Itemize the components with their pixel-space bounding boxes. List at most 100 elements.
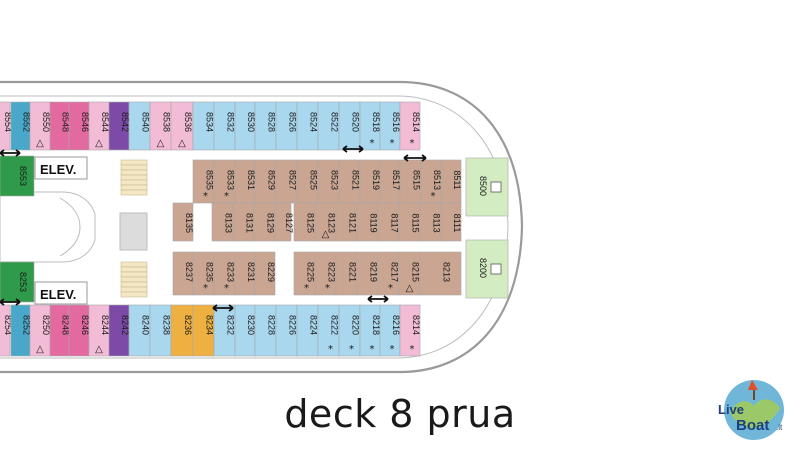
cabin-8129[interactable]: 8129: [253, 202, 276, 242]
cabin-8515[interactable]: 8515: [399, 159, 422, 204]
cabin-8540[interactable]: 8540: [128, 101, 151, 151]
cabin-number: 8125: [306, 213, 316, 233]
cabin-8536[interactable]: 8536△: [170, 101, 194, 151]
cabin-8522[interactable]: 8522: [317, 101, 340, 151]
cabin-8220[interactable]: 8220*: [338, 304, 361, 357]
cabin-8523[interactable]: 8523: [317, 159, 340, 204]
cabin-8240[interactable]: 8240: [128, 304, 151, 357]
cabin-8527[interactable]: 8527: [275, 159, 298, 204]
cabin-8117[interactable]: 8117: [377, 202, 400, 242]
cabin-8233[interactable]: 8233*: [213, 251, 236, 296]
cabin-number: 8538: [162, 112, 172, 132]
cabin-number: 8127: [284, 213, 294, 233]
cabin-8535[interactable]: 8535*: [192, 159, 215, 204]
cabin-8252[interactable]: 8252: [10, 304, 32, 357]
cabin-8546[interactable]: 8546: [68, 101, 90, 151]
cabin-8519[interactable]: 8519: [359, 159, 381, 204]
cabin-8250[interactable]: 8250△: [29, 304, 51, 357]
cabin-8115[interactable]: 8115: [398, 202, 421, 242]
cabin-8125[interactable]: 8125: [293, 202, 316, 242]
cabin-8552[interactable]: 8552: [10, 101, 32, 151]
cabin-8538[interactable]: 8538△: [149, 101, 172, 151]
cabin-8113[interactable]: 8113: [419, 202, 442, 242]
cabin-8521[interactable]: 8521: [338, 159, 361, 204]
cabin-8513[interactable]: 8513*: [420, 159, 442, 204]
cabin-8200[interactable]: 8200: [465, 239, 509, 299]
cabin-8131[interactable]: 8131: [232, 202, 255, 242]
cabin-8229[interactable]: 8229: [254, 251, 276, 296]
cabin-8218[interactable]: 8218*: [359, 304, 381, 357]
cabin-8517[interactable]: 8517: [379, 159, 401, 204]
cabin-8222[interactable]: 8222*: [317, 304, 340, 357]
cabin-number: 8215: [411, 262, 421, 282]
cabin-8226[interactable]: 8226: [275, 304, 298, 357]
triangle-icon: △: [178, 138, 186, 149]
cabin-8214[interactable]: 8214*: [399, 304, 421, 357]
cabin-8253[interactable]: 8253: [0, 261, 35, 303]
cabin-8216[interactable]: 8216*: [379, 304, 401, 357]
cabin-8119[interactable]: 8119: [356, 202, 379, 242]
cabin-8224[interactable]: 8224: [296, 304, 319, 357]
cabin-8242[interactable]: 8242: [108, 304, 130, 357]
cabin-8221[interactable]: 8221: [335, 251, 358, 296]
cabin-8531[interactable]: 8531: [234, 159, 256, 204]
cabin-8533[interactable]: 8533*: [213, 159, 236, 204]
cabin-8213[interactable]: 8213: [419, 251, 462, 296]
cabin-8550[interactable]: 8550△: [29, 101, 51, 151]
cabin-8235[interactable]: 8235*: [192, 251, 215, 296]
cabin-number: 8129: [266, 213, 276, 233]
cabin-8248[interactable]: 8248: [49, 304, 71, 357]
svg-text:.it: .it: [776, 423, 783, 432]
cabin-8526[interactable]: 8526: [275, 101, 298, 151]
cabin-8511[interactable]: 8511: [440, 159, 462, 204]
asterisk-icon: *: [390, 138, 395, 149]
cabin-8534[interactable]: 8534: [192, 101, 215, 151]
cabin-box: [0, 101, 11, 151]
cabin-8238[interactable]: 8238: [149, 304, 172, 357]
cabin-8217[interactable]: 8217*: [377, 251, 400, 296]
cabin-8111[interactable]: 8111: [440, 202, 462, 242]
cabin-8237[interactable]: 8237: [172, 251, 194, 296]
cabin-8228[interactable]: 8228: [254, 304, 277, 357]
cabin-number: 8235: [205, 262, 215, 282]
cabin-8225[interactable]: 8225*: [293, 251, 316, 296]
cabin-8548[interactable]: 8548: [49, 101, 71, 151]
cabin-8123[interactable]: 8123△: [314, 202, 337, 242]
cabin-8133[interactable]: 8133: [211, 202, 234, 242]
cabin-8127[interactable]: 8127: [274, 202, 294, 242]
cabin-8246[interactable]: 8246: [68, 304, 90, 357]
cabin-8232[interactable]: 8232: [213, 304, 236, 357]
cabin-8516[interactable]: 8516*: [379, 101, 401, 151]
cabin-8254[interactable]: 8254: [0, 304, 13, 357]
cabin-8528[interactable]: 8528: [254, 101, 277, 151]
cabin-8215[interactable]: 8215△: [398, 251, 421, 296]
cabin-8524[interactable]: 8524: [296, 101, 319, 151]
asterisk-icon: *: [224, 191, 229, 202]
cabin-8244[interactable]: 8244△: [88, 304, 110, 357]
cabin-8230[interactable]: 8230: [234, 304, 256, 357]
cabin-8529[interactable]: 8529: [254, 159, 277, 204]
cabin-number: 8234: [205, 315, 215, 335]
cabin-8231[interactable]: 8231: [234, 251, 256, 296]
cabin-8532[interactable]: 8532: [213, 101, 236, 151]
cabin-8544[interactable]: 8544△: [88, 101, 110, 151]
cabin-8121[interactable]: 8121: [335, 202, 358, 242]
cabin-8500[interactable]: 8500: [465, 157, 509, 217]
cabin-8223[interactable]: 8223*: [314, 251, 337, 296]
cabin-8518[interactable]: 8518*: [359, 101, 381, 151]
cabin-number: 8544: [100, 112, 110, 132]
cabin-8219[interactable]: 8219: [356, 251, 379, 296]
cabin-8135[interactable]: 8135: [172, 202, 194, 242]
cabin-8554[interactable]: 8554: [0, 101, 13, 151]
cabin-8234[interactable]: 8234: [192, 304, 215, 357]
cabin-8553[interactable]: 8553: [0, 155, 35, 197]
cabin-8525[interactable]: 8525: [296, 159, 319, 204]
cabin-8542[interactable]: 8542: [108, 101, 130, 151]
cabin-8514[interactable]: 8514*: [399, 101, 421, 151]
cabin-number: 8230: [246, 315, 256, 335]
cabin-8530[interactable]: 8530: [234, 101, 256, 151]
cabin-number: 8534: [205, 112, 215, 132]
cabin-8236[interactable]: 8236: [170, 304, 194, 357]
cabin-8520[interactable]: 8520: [338, 101, 361, 151]
